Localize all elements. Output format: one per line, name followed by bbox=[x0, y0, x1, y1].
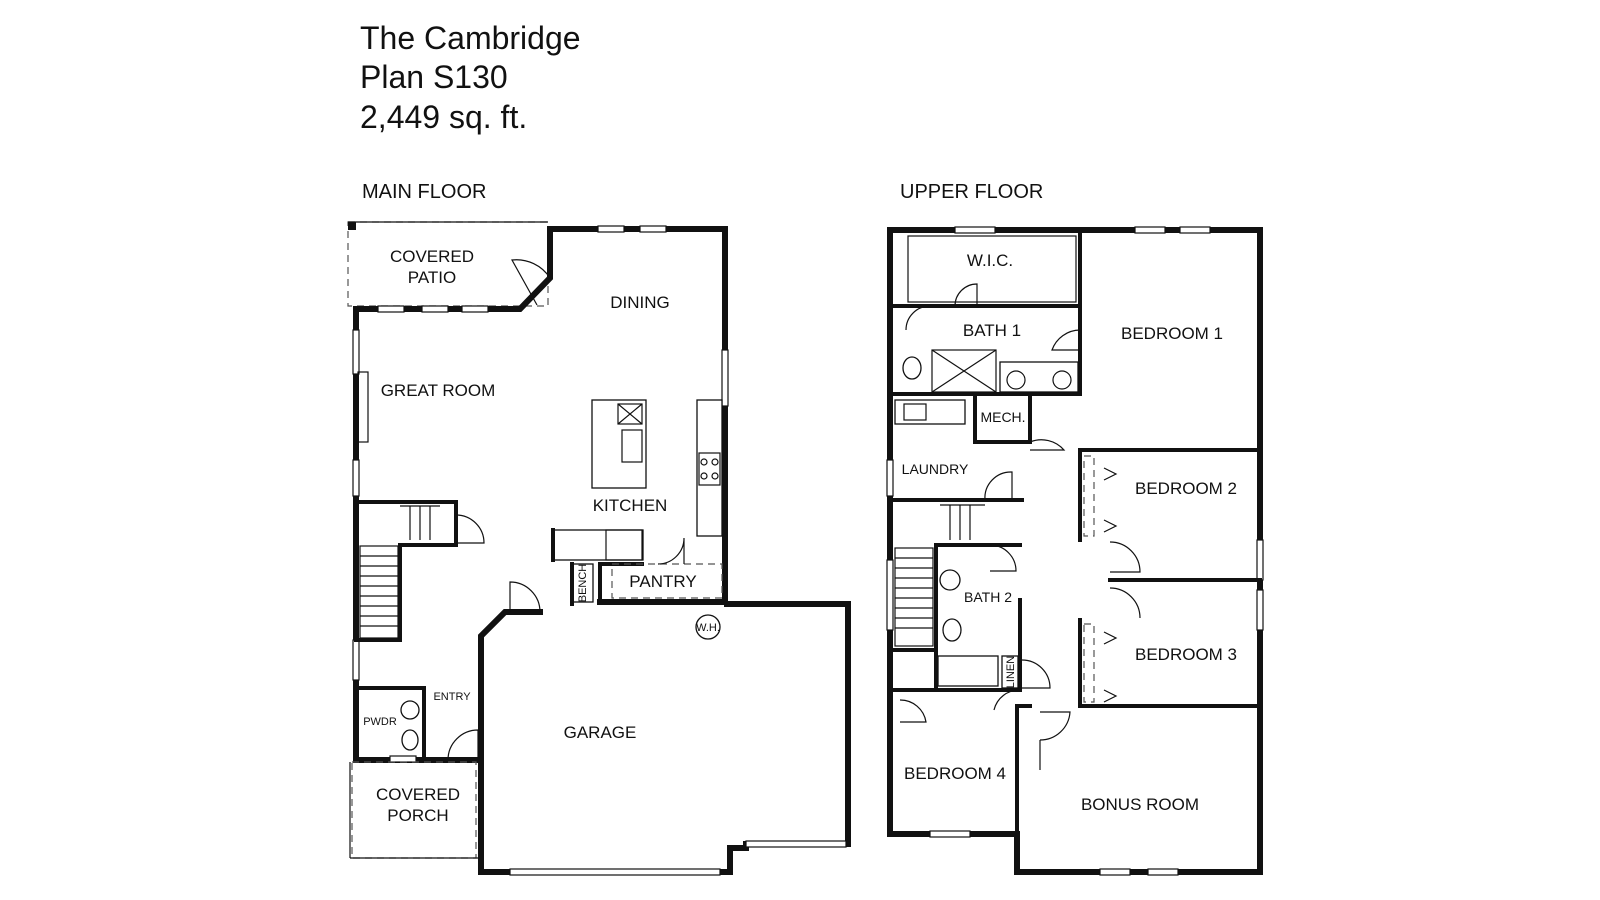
dining-label: DINING bbox=[610, 293, 670, 312]
bedroom2-label: BEDROOM 2 bbox=[1135, 479, 1237, 498]
laundry-label: LAUNDRY bbox=[902, 461, 969, 477]
water-heater bbox=[695, 614, 721, 640]
linen-closet bbox=[1001, 655, 1019, 689]
wic-shelving bbox=[907, 235, 1077, 303]
patio-post bbox=[348, 222, 356, 230]
garage-label: GARAGE bbox=[564, 723, 637, 742]
bath1-shower bbox=[931, 349, 997, 393]
bath2-sink bbox=[939, 569, 961, 591]
covered-porch-label: COVERED bbox=[376, 785, 460, 804]
covered-patio-label-2: PATIO bbox=[408, 268, 457, 287]
pwdr-sink bbox=[400, 700, 420, 720]
pwdr-toilet bbox=[401, 729, 419, 751]
wic-label: W.I.C. bbox=[967, 251, 1013, 270]
water-heater-label: W.H. bbox=[696, 622, 720, 634]
fridge bbox=[605, 529, 643, 561]
patio-door bbox=[511, 259, 551, 306]
kitchen-label: KITCHEN bbox=[593, 496, 668, 515]
bath2-toilet bbox=[942, 618, 962, 642]
main-floor-plan: COVERED PATIO DINING GREAT ROOM KITCHEN … bbox=[347, 221, 851, 876]
plan-name: The Cambridge bbox=[360, 20, 581, 56]
upper-floor-label: UPPER FLOOR bbox=[900, 181, 1044, 203]
covered-patio-label: COVERED bbox=[390, 247, 474, 266]
upper-floor-plan: W.I.C. BATH 1 BEDROOM 1 MECH. LAUNDRY BE… bbox=[886, 226, 1264, 876]
plan-area: 2,449 sq. ft. bbox=[360, 99, 528, 135]
pwdr-label: PWDR bbox=[363, 716, 397, 728]
bedroom1-label: BEDROOM 1 bbox=[1121, 324, 1223, 343]
bedroom4-label: BEDROOM 4 bbox=[904, 764, 1006, 783]
great-room-label: GREAT ROOM bbox=[381, 381, 496, 400]
main-floor-label: MAIN FLOOR bbox=[362, 181, 487, 203]
bath1-label: BATH 1 bbox=[963, 321, 1021, 340]
bath2-label: BATH 2 bbox=[964, 589, 1012, 605]
bath1-toilet bbox=[902, 356, 922, 380]
linen-label: LINEN bbox=[1005, 656, 1017, 688]
bench-label: BENCH bbox=[577, 564, 589, 603]
fireplace bbox=[357, 371, 369, 443]
bonus-room-label: BONUS ROOM bbox=[1081, 795, 1199, 814]
bath2-tub bbox=[937, 655, 999, 687]
pantry-label: PANTRY bbox=[629, 572, 696, 591]
plan-code: Plan S130 bbox=[360, 59, 508, 95]
kitchen-island bbox=[591, 399, 647, 489]
upper-stairs bbox=[894, 504, 985, 647]
entry-label: ENTRY bbox=[433, 691, 471, 703]
bedroom3-label: BEDROOM 3 bbox=[1135, 645, 1237, 664]
kitchen-counter bbox=[696, 399, 723, 537]
covered-porch-label-2: PORCH bbox=[387, 806, 448, 825]
range bbox=[698, 452, 721, 486]
mech-label: MECH. bbox=[980, 409, 1025, 425]
bath1-vanity bbox=[999, 361, 1079, 393]
pantry-shelves bbox=[611, 563, 723, 599]
main-stairs bbox=[359, 505, 440, 639]
bedroom2-closet bbox=[1083, 455, 1095, 537]
bedroom3-closet bbox=[1083, 623, 1095, 703]
